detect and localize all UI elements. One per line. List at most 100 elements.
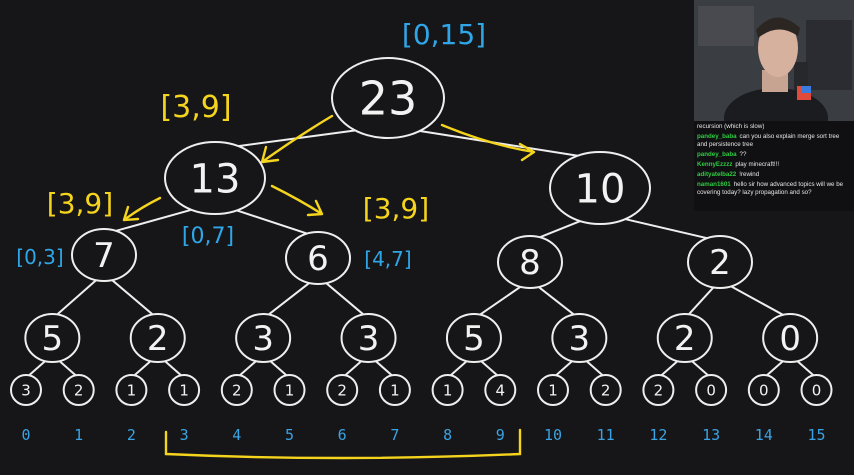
- node-value: 23: [359, 72, 418, 126]
- tree-node: 2: [656, 313, 713, 363]
- chat-username: naman1601: [697, 181, 731, 188]
- node-circle: [331, 57, 445, 139]
- yellow-arrows: [122, 114, 536, 460]
- node-circle: [10, 374, 42, 406]
- node-circle: [129, 313, 186, 363]
- node-value: 2: [147, 319, 169, 359]
- node-value: 2: [601, 381, 611, 399]
- node-value: 2: [232, 381, 242, 399]
- node-circle: [589, 374, 622, 406]
- leaf-index: 9: [496, 426, 505, 444]
- leaf-index: 8: [443, 426, 452, 444]
- tree-node: 7: [71, 228, 137, 282]
- node-circle: [164, 141, 266, 215]
- chat-username: KennyEzzzz: [697, 161, 733, 168]
- chat-text: can you also explain merge sort tree and…: [697, 133, 840, 148]
- leaf-index: 3: [180, 426, 189, 444]
- tree-node: 23: [331, 57, 445, 139]
- arrow-13-to-6: [270, 184, 324, 217]
- range-label-3-9-c: [3,9]: [363, 192, 429, 225]
- node-value: 2: [654, 381, 664, 399]
- chat-username: adityatelba22: [697, 171, 737, 178]
- tree-node: 0: [762, 313, 819, 363]
- tree-node: 13: [164, 141, 266, 215]
- tree-node: 3: [235, 313, 292, 363]
- chat-username: pandey_baba: [697, 151, 737, 158]
- range-label-0-7: [0,7]: [182, 224, 234, 249]
- node-circle: [445, 313, 502, 363]
- bracket-leaves-3-9: [164, 428, 522, 460]
- node-value: 4: [496, 381, 506, 399]
- node-value: 1: [390, 381, 400, 399]
- tree-node: 6: [285, 231, 351, 285]
- node-value: 2: [337, 381, 347, 399]
- node-circle: [642, 374, 675, 406]
- tree-node: 3: [340, 313, 397, 363]
- node-value: 1: [285, 381, 295, 399]
- node-circle: [273, 374, 306, 406]
- chat-message: pandey_baba??: [697, 151, 851, 159]
- leaf-index: 14: [755, 426, 773, 444]
- leaf-index: 0: [21, 426, 30, 444]
- range-label-3-9-a: [3,9]: [160, 90, 231, 125]
- arrow-root-to-10: [440, 123, 536, 162]
- tree-node: 2: [220, 374, 253, 406]
- chat-username: pandey_baba: [697, 133, 737, 140]
- leaf-index: 7: [390, 426, 399, 444]
- node-circle: [340, 313, 397, 363]
- chat-text: !rewind: [739, 171, 760, 178]
- tree-node: 2: [687, 235, 753, 289]
- leaf-index: 2: [127, 426, 136, 444]
- tree-node: 1: [537, 374, 569, 406]
- node-circle: [326, 374, 359, 406]
- node-circle: [484, 374, 517, 406]
- node-value: 5: [463, 319, 485, 359]
- node-circle: [168, 374, 201, 406]
- node-circle: [378, 374, 411, 406]
- tree-node: 2: [62, 374, 95, 406]
- leaf-index: 5: [285, 426, 294, 444]
- leaf-index: 11: [597, 426, 615, 444]
- node-circle: [235, 313, 292, 363]
- webcam-person-image: [694, 0, 854, 121]
- leaf-index: 6: [338, 426, 347, 444]
- tree-node: 2: [129, 313, 186, 363]
- node-value: 3: [21, 381, 31, 399]
- node-value: 7: [93, 236, 115, 276]
- node-value: 10: [575, 166, 626, 212]
- node-value: 13: [190, 156, 241, 202]
- tree-node: 4: [484, 374, 517, 406]
- leaf-index: 15: [807, 426, 825, 444]
- tree-node: 1: [378, 374, 411, 406]
- range-label-3-9-b: [3,9]: [47, 187, 113, 220]
- node-value: 1: [179, 381, 189, 399]
- node-value: 6: [307, 239, 329, 279]
- node-circle: [800, 374, 833, 406]
- chat-text: recursion (which is slow): [697, 123, 765, 130]
- tree-node: 1: [115, 374, 148, 406]
- node-value: 0: [759, 381, 769, 399]
- node-circle: [656, 313, 713, 363]
- chat-message: adityatelba22!rewind: [697, 171, 851, 179]
- node-value: 0: [812, 381, 822, 399]
- node-value: 8: [519, 243, 541, 283]
- arrow-13-to-7: [122, 196, 162, 222]
- node-value: 3: [569, 319, 591, 359]
- root-range-label: [0,15]: [402, 18, 486, 51]
- tree-node: 3: [551, 313, 608, 363]
- node-circle: [71, 228, 137, 282]
- node-circle: [497, 235, 563, 289]
- node-circle: [549, 151, 651, 225]
- node-value: 1: [127, 381, 137, 399]
- node-circle: [747, 374, 780, 406]
- tree-node: 3: [10, 374, 42, 406]
- tree-node: 0: [695, 374, 728, 406]
- node-circle: [62, 374, 95, 406]
- node-circle: [285, 231, 351, 285]
